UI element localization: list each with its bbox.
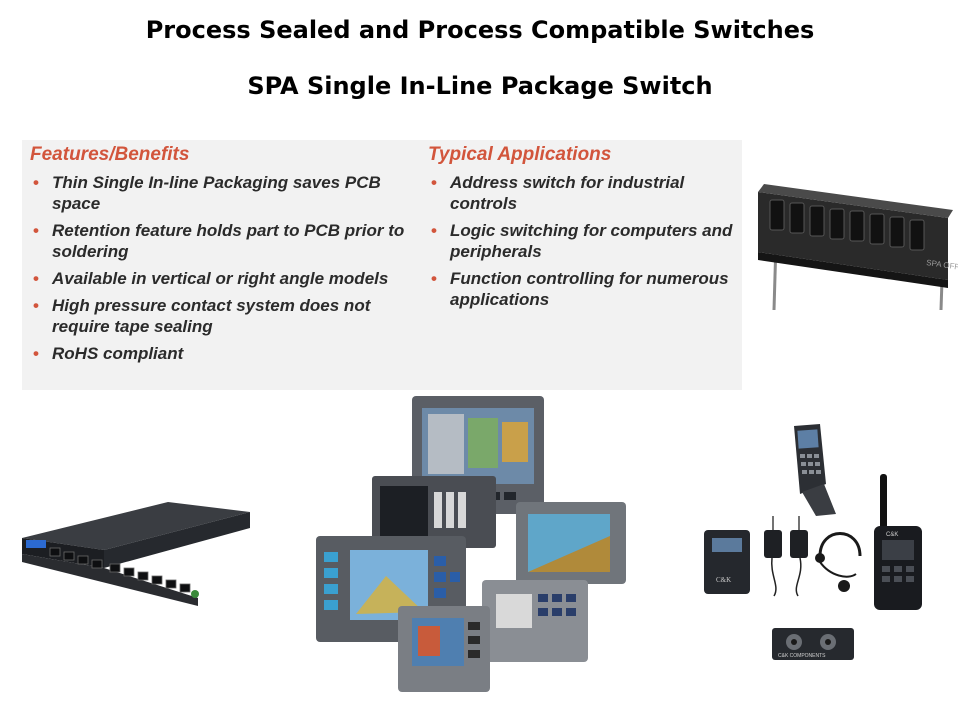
receiver-brand: C&K [716,576,731,584]
radio-brand: C&K [886,532,898,538]
applications-list: Address switch for industrial controls L… [428,172,743,316]
application-item: Logic switching for computers and periph… [428,220,743,262]
feature-item: RoHS compliant [30,343,410,364]
walkie-talkie-image: C&K [874,474,922,610]
slide-title: Process Sealed and Process Compatible Sw… [145,16,815,44]
application-item: Address switch for industrial controls [428,172,743,214]
mixer-box-image: C&K COMPONENTS [772,628,854,660]
feature-item: Available in vertical or right angle mod… [30,268,410,289]
features-heading: Features/Benefits [30,144,190,165]
slide-subtitle: SPA Single In-Line Package Switch [247,72,713,100]
application-item: Function controlling for numerous applic… [428,268,743,310]
hmi-panels-image [316,396,626,692]
feature-item: Thin Single In-line Packaging saves PCB … [30,172,410,214]
applications-heading: Typical Applications [428,144,612,165]
mic-kit-image [764,516,862,597]
handheld-scanner-image [794,424,836,516]
feature-item: Retention feature holds part to PCB prio… [30,220,410,262]
feature-item: High pressure contact system does not re… [30,295,410,337]
rack-server-image [22,502,250,606]
bodypack-image: C&K [704,530,750,594]
mixer-label: C&K COMPONENTS [778,653,826,659]
features-list: Thin Single In-line Packaging saves PCB … [30,172,410,370]
spa-switch-image: SPA OFF [758,184,958,311]
